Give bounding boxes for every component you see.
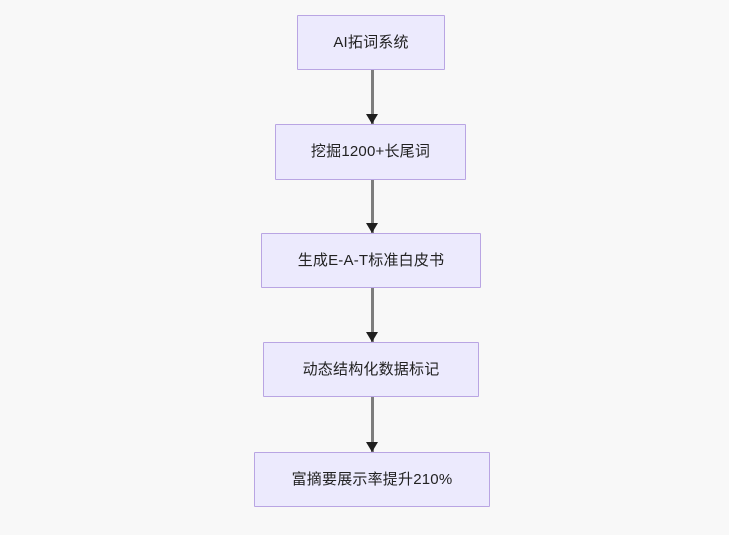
edge-line [371, 70, 374, 124]
flow-node-rich-snippet-impression-uplift[interactable]: 富摘要展示率提升210% [254, 452, 490, 507]
arrow-down-icon [366, 332, 379, 342]
flow-edge-3-4 [366, 288, 379, 342]
flow-edge-1-2 [366, 70, 379, 124]
flow-node-label: 生成E-A-T标准白皮书 [297, 251, 445, 269]
flow-node-label: 动态结构化数据标记 [302, 360, 440, 378]
flow-node-label: 富摘要展示率提升210% [291, 470, 453, 488]
flow-edge-4-5 [366, 397, 379, 452]
flow-node-label: AI拓词系统 [333, 33, 409, 51]
flow-node-generate-eat-whitepaper[interactable]: 生成E-A-T标准白皮书 [261, 233, 481, 288]
edge-line [371, 288, 374, 342]
flow-node-mine-longtail-keywords[interactable]: 挖掘1200+长尾词 [275, 124, 466, 180]
arrow-down-icon [366, 114, 379, 124]
edge-line [371, 397, 374, 452]
edge-line [371, 180, 374, 233]
flow-node-dynamic-structured-data-markup[interactable]: 动态结构化数据标记 [263, 342, 479, 397]
flow-node-label: 挖掘1200+长尾词 [310, 143, 431, 160]
flow-edge-2-3 [366, 180, 379, 233]
arrow-down-icon [366, 442, 379, 452]
arrow-down-icon [366, 223, 379, 233]
flow-node-ai-keyword-system[interactable]: AI拓词系统 [297, 15, 445, 70]
